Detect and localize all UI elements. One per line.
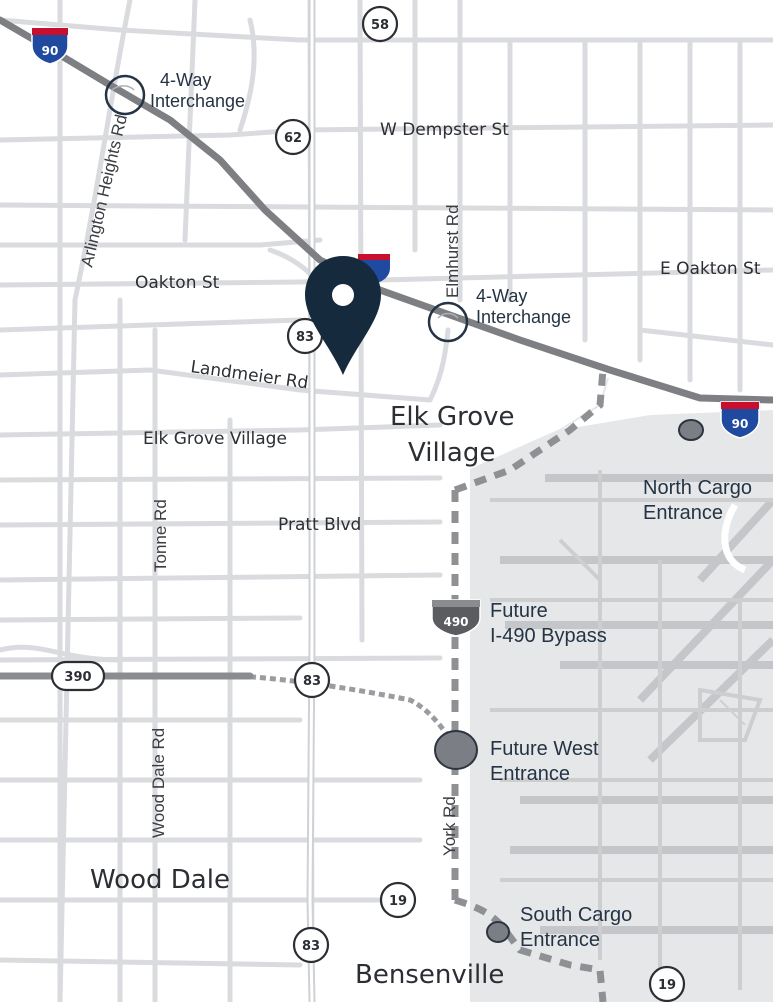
route-83: [306, 0, 316, 1002]
callout-bypass-l1: Future: [490, 600, 548, 622]
svg-text:19: 19: [658, 978, 676, 993]
interchange-west-icon: [104, 74, 146, 116]
route-83-south-shield: 83: [292, 926, 330, 964]
callout-north-cargo-l2: Entrance: [643, 502, 723, 524]
label-york: York Rd: [440, 796, 459, 856]
callout-south-cargo-l1: South Cargo: [520, 904, 632, 926]
callout-interchange-west-l2: Interchange: [150, 91, 245, 111]
route-62-shield: 62: [274, 118, 312, 156]
callout-west-entrance-l1: Future West: [490, 738, 599, 760]
route-19-west-shield: 19: [379, 881, 417, 919]
label-elmhurst: Elmhurst Rd: [443, 204, 462, 298]
svg-text:83: 83: [296, 330, 314, 345]
place-elk-grove-line1: Elk Grove: [390, 402, 515, 432]
svg-text:90: 90: [42, 44, 59, 58]
svg-text:90: 90: [732, 417, 749, 431]
callout-bypass-l2: I-490 Bypass: [490, 625, 607, 647]
callout-west-entrance-l2: Entrance: [490, 763, 570, 785]
svg-text:83: 83: [303, 674, 321, 689]
svg-text:19: 19: [389, 894, 407, 909]
airport-area: [469, 377, 773, 1002]
interchange-east-icon: [427, 301, 469, 343]
svg-text:83: 83: [302, 939, 320, 954]
north-cargo-entrance-icon: [678, 419, 704, 441]
callout-interchange-east-l1: 4-Way: [476, 286, 527, 306]
place-bensenville: Bensenville: [355, 960, 504, 990]
place-elk-grove-line2: Village: [408, 438, 495, 468]
callout-south-cargo-l2: Entrance: [520, 929, 600, 951]
interstate-490-shield: 490: [431, 599, 481, 637]
label-landmeier: Landmeier Rd: [189, 357, 309, 393]
place-wood-dale: Wood Dale: [90, 865, 230, 895]
route-83-mid-shield: 83: [293, 661, 331, 699]
svg-text:390: 390: [64, 670, 91, 685]
interstate-90-east-shield: 90: [720, 401, 760, 439]
svg-text:490: 490: [443, 615, 468, 629]
label-tonne: Tonne Rd: [151, 499, 170, 572]
callout-interchange-east-l2: Interchange: [476, 307, 571, 327]
route-58-shield: 58: [361, 5, 399, 43]
route-19-east-shield: 19: [648, 965, 686, 1002]
svg-text:62: 62: [284, 131, 302, 146]
map-marker-icon[interactable]: [305, 256, 381, 375]
west-entrance-icon: [434, 730, 478, 770]
svg-text:58: 58: [371, 18, 389, 33]
interstate-90-west-shield: 90: [31, 27, 69, 65]
label-w-dempster: W Dempster St: [380, 120, 509, 140]
label-e-oakton: E Oakton St: [660, 259, 761, 279]
label-wood-dale-rd: Wood Dale Rd: [149, 728, 168, 838]
callout-north-cargo-l1: North Cargo: [643, 477, 752, 499]
route-83-north-shield: 83: [286, 317, 324, 355]
future-roads: [239, 369, 607, 1002]
label-pratt: Pratt Blvd: [278, 515, 361, 535]
place-elk-grove-small: Elk Grove Village: [143, 429, 287, 449]
callout-interchange-west-l1: 4-Way: [160, 70, 211, 90]
south-cargo-entrance-icon: [486, 921, 510, 943]
route-390-shield: 390: [50, 660, 106, 692]
label-oakton: Oakton St: [135, 273, 220, 293]
